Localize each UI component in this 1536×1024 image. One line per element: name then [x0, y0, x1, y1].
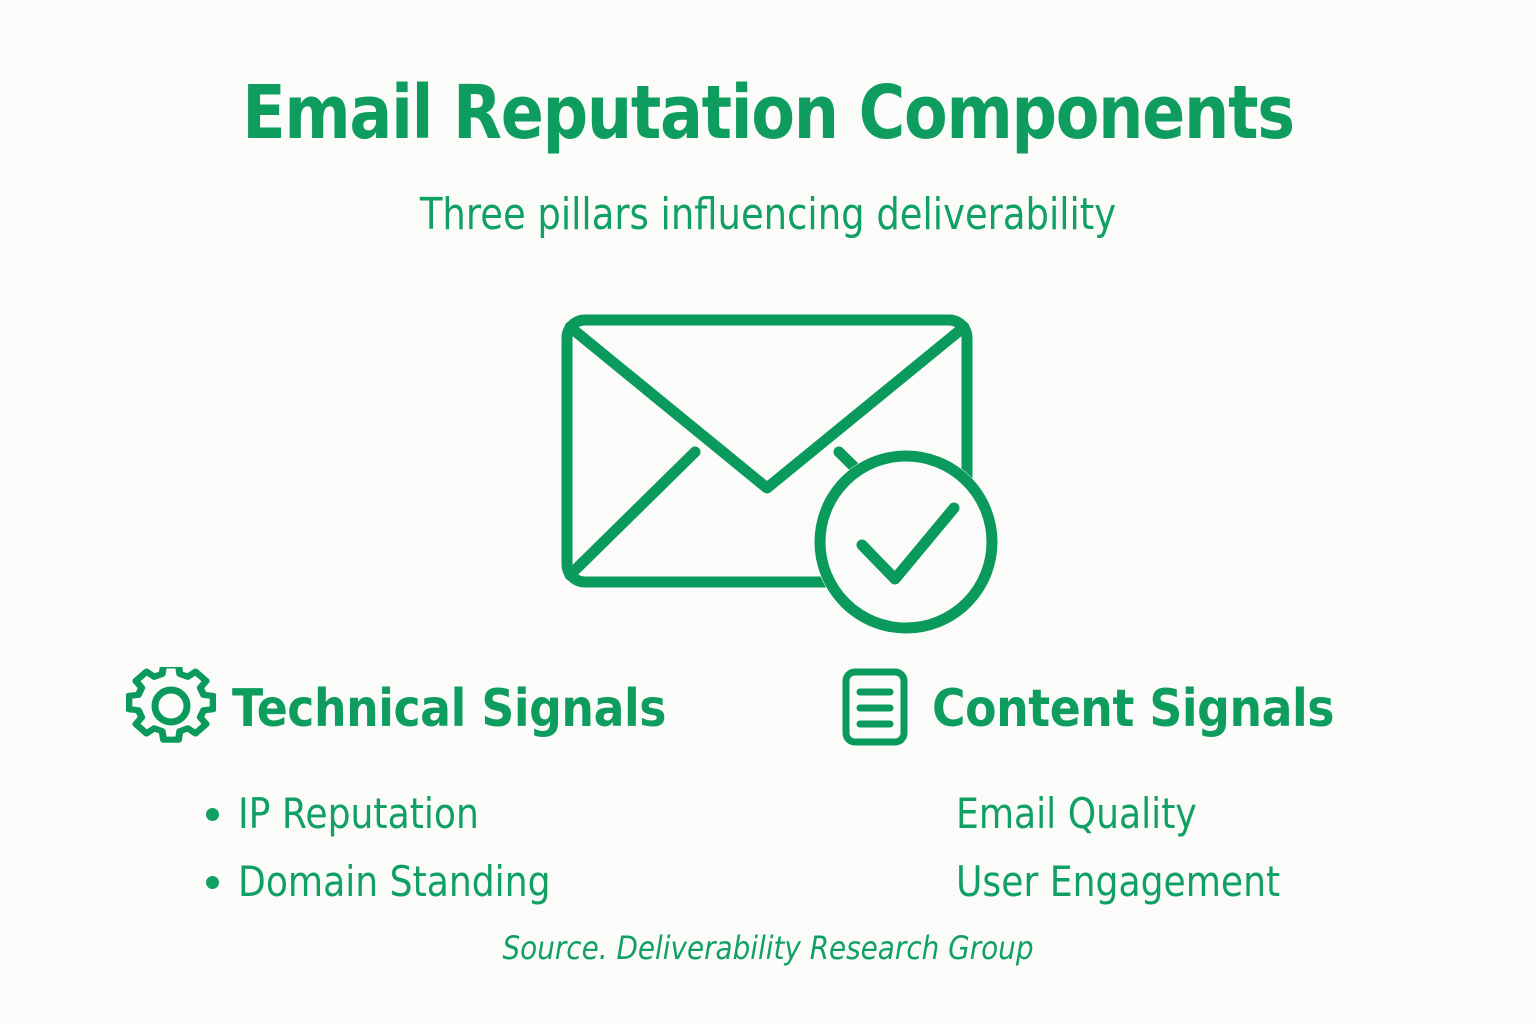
list-item-label: Domain Standing: [238, 857, 551, 906]
list-content-signals: Email Quality User Engagement: [838, 780, 1438, 916]
list-item: User Engagement: [838, 848, 1438, 916]
bullet-icon: [206, 807, 219, 821]
envelope-fold-left: [564, 446, 701, 581]
check-circle-outline: [814, 450, 998, 634]
list-item: Domain Standing: [126, 848, 766, 916]
list-item: Email Quality: [838, 780, 1438, 848]
document-outline: [842, 668, 908, 745]
page-title: Email Reputation Components: [242, 70, 1295, 156]
column-technical-signals: Technical Signals IP Reputation Domain S…: [125, 661, 766, 916]
gear-hub: [151, 686, 191, 725]
heading-technical-signals: Technical Signals: [232, 679, 667, 739]
hero-envelope-check-icon: [540, 300, 1020, 645]
list-item-label: IP Reputation: [238, 789, 479, 838]
gear-icon-svg: [125, 661, 217, 743]
page-subtitle: Three pillars influencing deliverability: [419, 189, 1117, 240]
heading-content-signals: Content Signals: [932, 679, 1335, 739]
check-mark: [856, 502, 960, 585]
list-item: IP Reputation: [126, 780, 766, 848]
list-item-label: User Engagement: [956, 857, 1281, 906]
envelope-flap: [564, 321, 970, 494]
gear-icon: [125, 661, 217, 752]
list-item-label: Email Quality: [956, 789, 1197, 838]
check-circle-icon: [814, 450, 998, 634]
gear-teeth: [125, 661, 217, 743]
column-header-left: Technical Signals: [125, 661, 766, 752]
document-icon-svg: [842, 668, 908, 745]
column-content-signals: Content Signals Email Quality User Engag…: [838, 666, 1438, 916]
list-technical-signals: IP Reputation Domain Standing: [126, 780, 766, 916]
envelope-with-check-badge-svg: [561, 314, 998, 634]
envelope-body: [561, 314, 973, 588]
source-attribution: Source. Deliverability Research Group: [502, 929, 1034, 967]
bullet-icon: [206, 875, 219, 889]
column-header-right: Content Signals: [838, 666, 1438, 752]
document-icon: [838, 666, 914, 753]
